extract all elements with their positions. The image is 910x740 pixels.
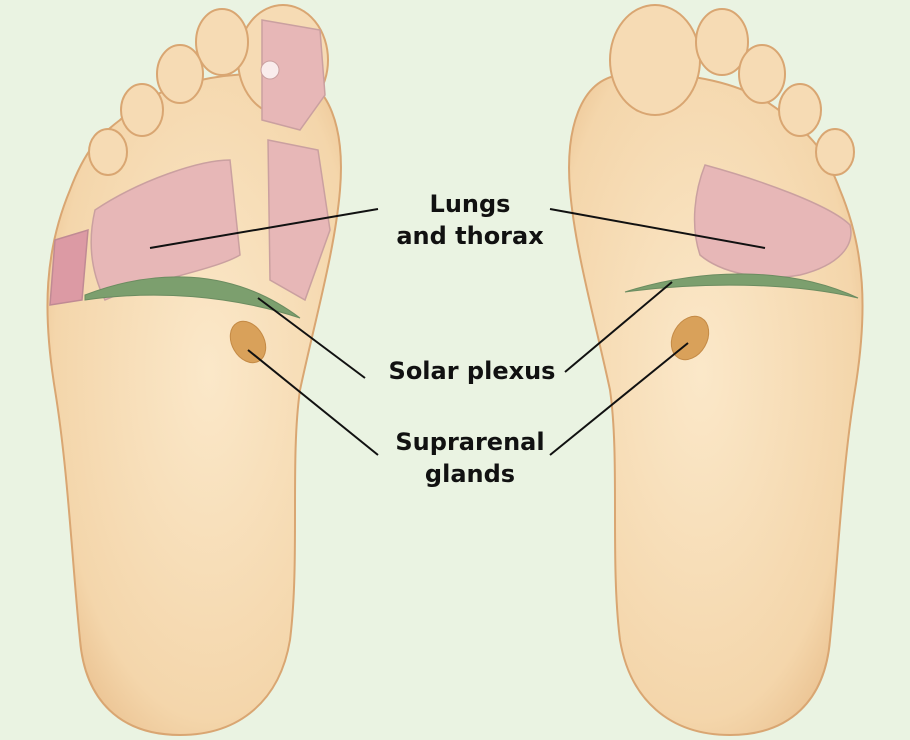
right-toe-4 [779,84,821,136]
right-foot [569,5,862,735]
left-toe-5 [89,129,127,175]
left-lung-zone-outer [50,230,88,305]
left-toe-point [261,61,279,79]
label-suprarenal-line2: glands [370,458,570,490]
label-suprarenal-glands: Suprarenal glands [370,426,570,490]
left-toe-4 [121,84,163,136]
label-suprarenal-line1: Suprarenal [370,426,570,458]
right-big-toe [610,5,700,115]
left-foot [47,5,340,735]
left-toe-2 [196,9,248,75]
right-toe-5 [816,129,854,175]
label-lungs-and-thorax: Lungs and thorax [380,188,560,252]
left-toe-3 [157,45,203,103]
label-solar-plexus: Solar plexus [372,355,572,387]
label-lungs-line1: Lungs [380,188,560,220]
label-lungs-line2: and thorax [380,220,560,252]
right-toe-3 [739,45,785,103]
